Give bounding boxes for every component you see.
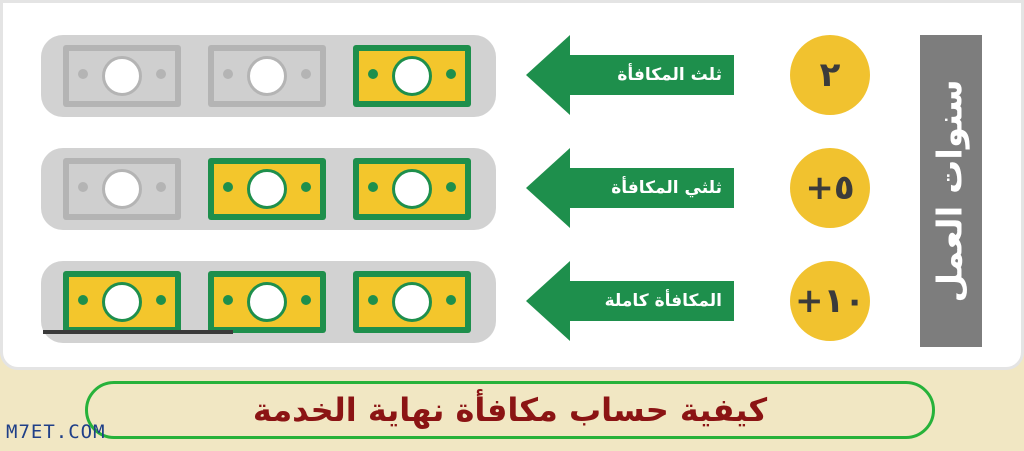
money-bill-gray-icon bbox=[63, 158, 181, 220]
arrow-left-icon bbox=[526, 261, 734, 341]
money-bill-green-icon bbox=[353, 271, 471, 333]
page-title: كيفية حساب مكافأة نهاية الخدمة bbox=[252, 391, 768, 429]
bills-tray-row-1 bbox=[41, 35, 496, 117]
brand-watermark: M7ET.COM bbox=[6, 421, 106, 443]
money-bill-gray-icon bbox=[208, 45, 326, 107]
years-circle-row-1: ٢ bbox=[790, 35, 870, 115]
reward-label-row-1: ثلث المكافأة bbox=[617, 65, 722, 85]
reward-arrow-row-2: ثلثي المكافأة bbox=[526, 148, 734, 228]
money-bill-green-icon bbox=[208, 158, 326, 220]
money-bill-green-icon bbox=[63, 271, 181, 333]
reward-arrow-row-1: ثلث المكافأة bbox=[526, 35, 734, 115]
money-bill-gray-icon bbox=[63, 45, 181, 107]
title-banner: كيفية حساب مكافأة نهاية الخدمة bbox=[85, 381, 935, 439]
arrow-left-icon bbox=[526, 35, 734, 115]
reward-label-row-2: ثلثي المكافأة bbox=[611, 178, 722, 198]
reward-label-row-3: المكافأة كاملة bbox=[604, 291, 722, 311]
bills-tray-row-3 bbox=[41, 261, 496, 343]
diagram-panel: سنوات العمل ٢ ثلث المكافأة +٥ ثلثي المكا… bbox=[0, 0, 1024, 370]
bills-tray-row-2 bbox=[41, 148, 496, 230]
money-bill-green-icon bbox=[353, 158, 471, 220]
decorative-stripe bbox=[43, 330, 233, 334]
years-of-service-label: سنوات العمل bbox=[931, 79, 972, 303]
years-circle-row-3: +١٠ bbox=[790, 261, 870, 341]
years-of-service-bar: سنوات العمل bbox=[920, 35, 982, 347]
years-circle-row-2: +٥ bbox=[790, 148, 870, 228]
money-bill-green-icon bbox=[353, 45, 471, 107]
money-bill-green-icon bbox=[208, 271, 326, 333]
arrow-left-icon bbox=[526, 148, 734, 228]
reward-arrow-row-3: المكافأة كاملة bbox=[526, 261, 734, 341]
